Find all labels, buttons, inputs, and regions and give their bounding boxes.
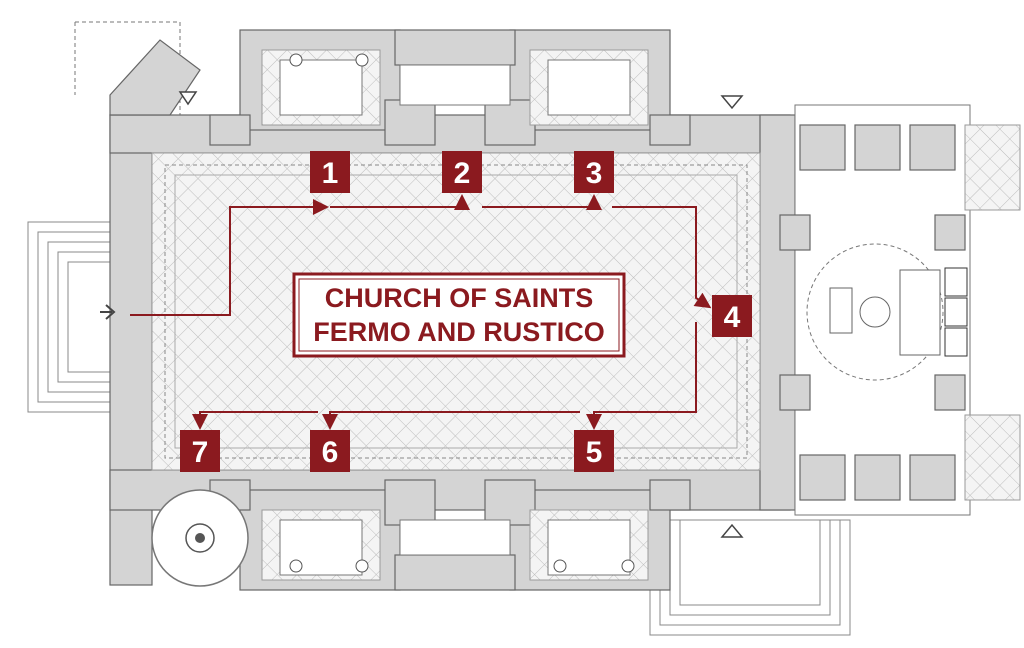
presbytery xyxy=(779,104,1021,516)
side-chapels xyxy=(261,49,649,581)
station-label: 1 xyxy=(322,157,339,190)
south-entrance-steps xyxy=(649,519,851,636)
font-rosette-icon xyxy=(185,523,215,553)
title-line-2: FERMO AND RUSTICO xyxy=(313,317,605,347)
baptistery xyxy=(151,489,249,587)
station-label: 3 xyxy=(586,157,603,190)
north-west-annex xyxy=(109,39,201,116)
station-label: 6 xyxy=(322,436,339,469)
station-marker: 1 xyxy=(310,151,350,193)
title-line-1: CHURCH OF SAINTS xyxy=(325,283,594,313)
adjacent-building-outline xyxy=(75,21,181,115)
church-title-box: CHURCH OF SAINTS FERMO AND RUSTICO xyxy=(292,272,626,358)
station-marker: 6 xyxy=(310,430,350,472)
station-label: 2 xyxy=(454,157,471,190)
station-marker: 4 xyxy=(712,295,752,337)
station-marker: 5 xyxy=(574,430,614,472)
station-label: 5 xyxy=(586,436,603,469)
arrow-icon xyxy=(720,523,744,538)
station-marker: 3 xyxy=(574,151,614,193)
arrow-icon xyxy=(100,304,116,320)
station-label: 4 xyxy=(724,301,741,334)
arrow-icon xyxy=(720,95,744,110)
station-marker: 7 xyxy=(180,430,220,472)
visit-route xyxy=(130,194,712,430)
station-marker: 2 xyxy=(442,151,482,193)
station-label: 7 xyxy=(192,436,209,469)
arrow-icon xyxy=(178,91,198,106)
west-entrance-steps xyxy=(27,221,121,413)
